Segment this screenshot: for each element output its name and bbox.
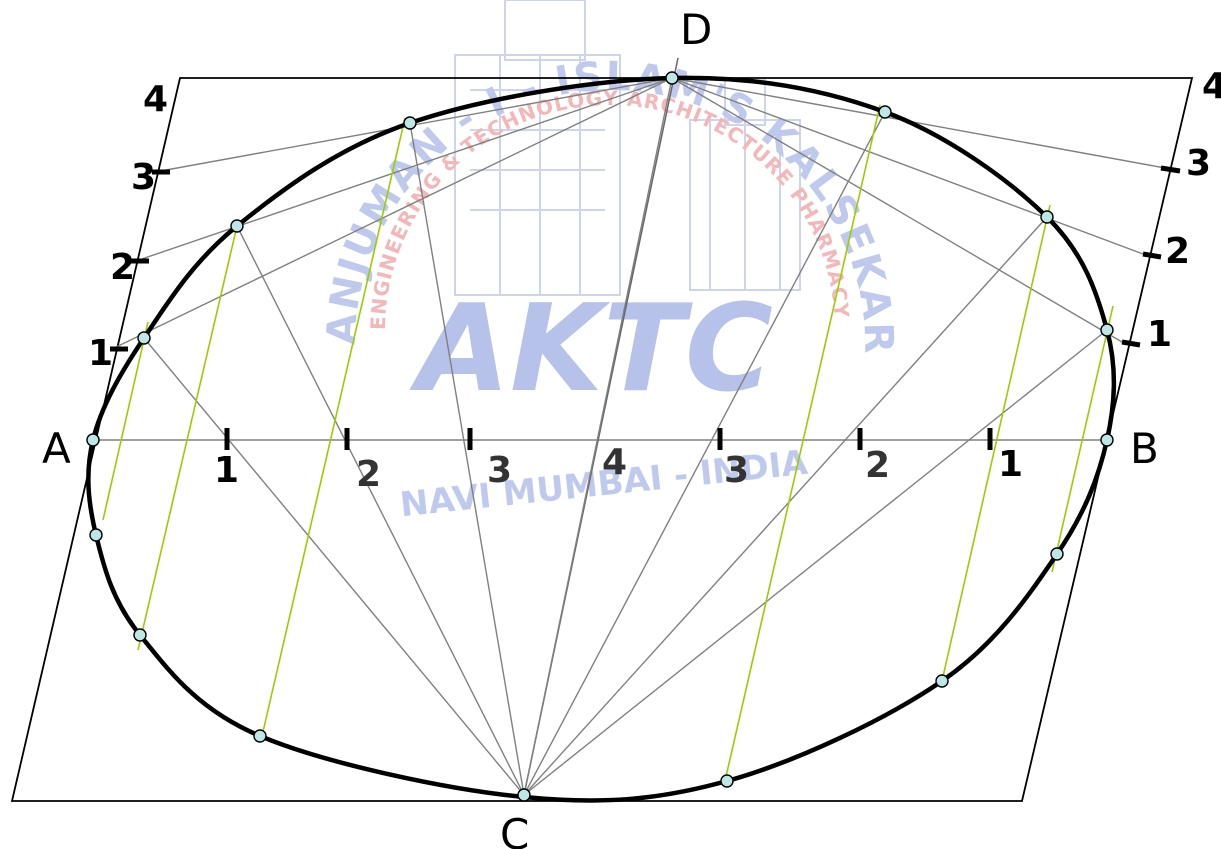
watermark-logo-text: AKTC	[409, 280, 773, 419]
parallel-line-4	[941, 204, 1051, 682]
ellipse-point-9	[1100, 323, 1114, 337]
axis-division-ticks	[110, 165, 1181, 450]
parallel-line-2	[261, 117, 406, 737]
ray-from-c-2	[409, 122, 525, 796]
right-side-division-3: 3	[1186, 143, 1211, 184]
left-side-division-2: 2	[110, 247, 135, 288]
ray-from-d-2	[111, 77, 673, 350]
left-side-division-3: 3	[131, 157, 156, 198]
axis-division-center-4: 4	[602, 442, 627, 483]
ray-from-d-3	[671, 77, 1166, 169]
left-side-division-1: 1	[88, 333, 113, 374]
ellipse-point-6	[935, 674, 949, 688]
ray-from-d-4	[671, 77, 1144, 255]
axis-division-right-3: 3	[724, 450, 749, 491]
ray-from-c-6	[523, 329, 1108, 796]
ellipse-point-10	[1040, 210, 1054, 224]
side-tick-3	[1121, 339, 1141, 348]
parallel-line-0	[102, 321, 149, 521]
ellipse-point-0	[86, 433, 100, 447]
ray-from-c-5	[523, 216, 1048, 796]
ellipse-points	[86, 71, 1114, 802]
right-side-division-4: 4	[1202, 66, 1221, 107]
construction-lines	[111, 77, 1166, 796]
axis-division-left-1: 1	[214, 450, 239, 491]
ellipse-point-8	[1100, 433, 1114, 447]
parallel-line-3	[724, 104, 881, 782]
ray-from-c-1	[236, 225, 525, 796]
ray-from-d-1	[132, 77, 673, 263]
right-side-division-2: 2	[1165, 231, 1190, 272]
ray-from-d-5	[671, 77, 1123, 343]
ellipse-point-13	[403, 116, 417, 130]
axis-division-right-2: 2	[865, 445, 890, 486]
left-side-division-4: 4	[143, 79, 168, 120]
label-b: B	[1130, 424, 1159, 473]
ellipse-point-11	[878, 105, 892, 119]
axis-division-left-3: 3	[487, 450, 512, 491]
ellipse-point-3	[253, 729, 267, 743]
parallelogram-outline	[10, 77, 1194, 802]
side-tick-5	[1160, 165, 1181, 174]
ellipse-point-1	[89, 528, 103, 542]
ellipse-point-2	[133, 628, 147, 642]
label-c: C	[500, 810, 529, 849]
ellipse-point-12	[665, 71, 679, 85]
ray-from-c-3	[523, 77, 673, 796]
label-d: D	[680, 5, 712, 54]
ellipse-point-5	[720, 774, 734, 788]
axis-division-left-2: 2	[356, 454, 381, 495]
parallel-line-1	[137, 225, 238, 651]
ellipse-point-15	[137, 331, 151, 345]
parallel-line-5	[1051, 305, 1114, 573]
ellipse-point-7	[1050, 547, 1064, 561]
label-a: A	[42, 424, 71, 473]
ray-from-c-4	[523, 111, 886, 796]
ellipse-point-4	[517, 788, 531, 802]
axis-division-right-1: 1	[998, 444, 1023, 485]
parallel-construction-lines	[102, 104, 1114, 782]
right-side-division-1: 1	[1147, 314, 1172, 355]
side-tick-4	[1142, 251, 1162, 260]
ellipse-point-14	[230, 219, 244, 233]
ray-from-c-0	[143, 337, 525, 796]
